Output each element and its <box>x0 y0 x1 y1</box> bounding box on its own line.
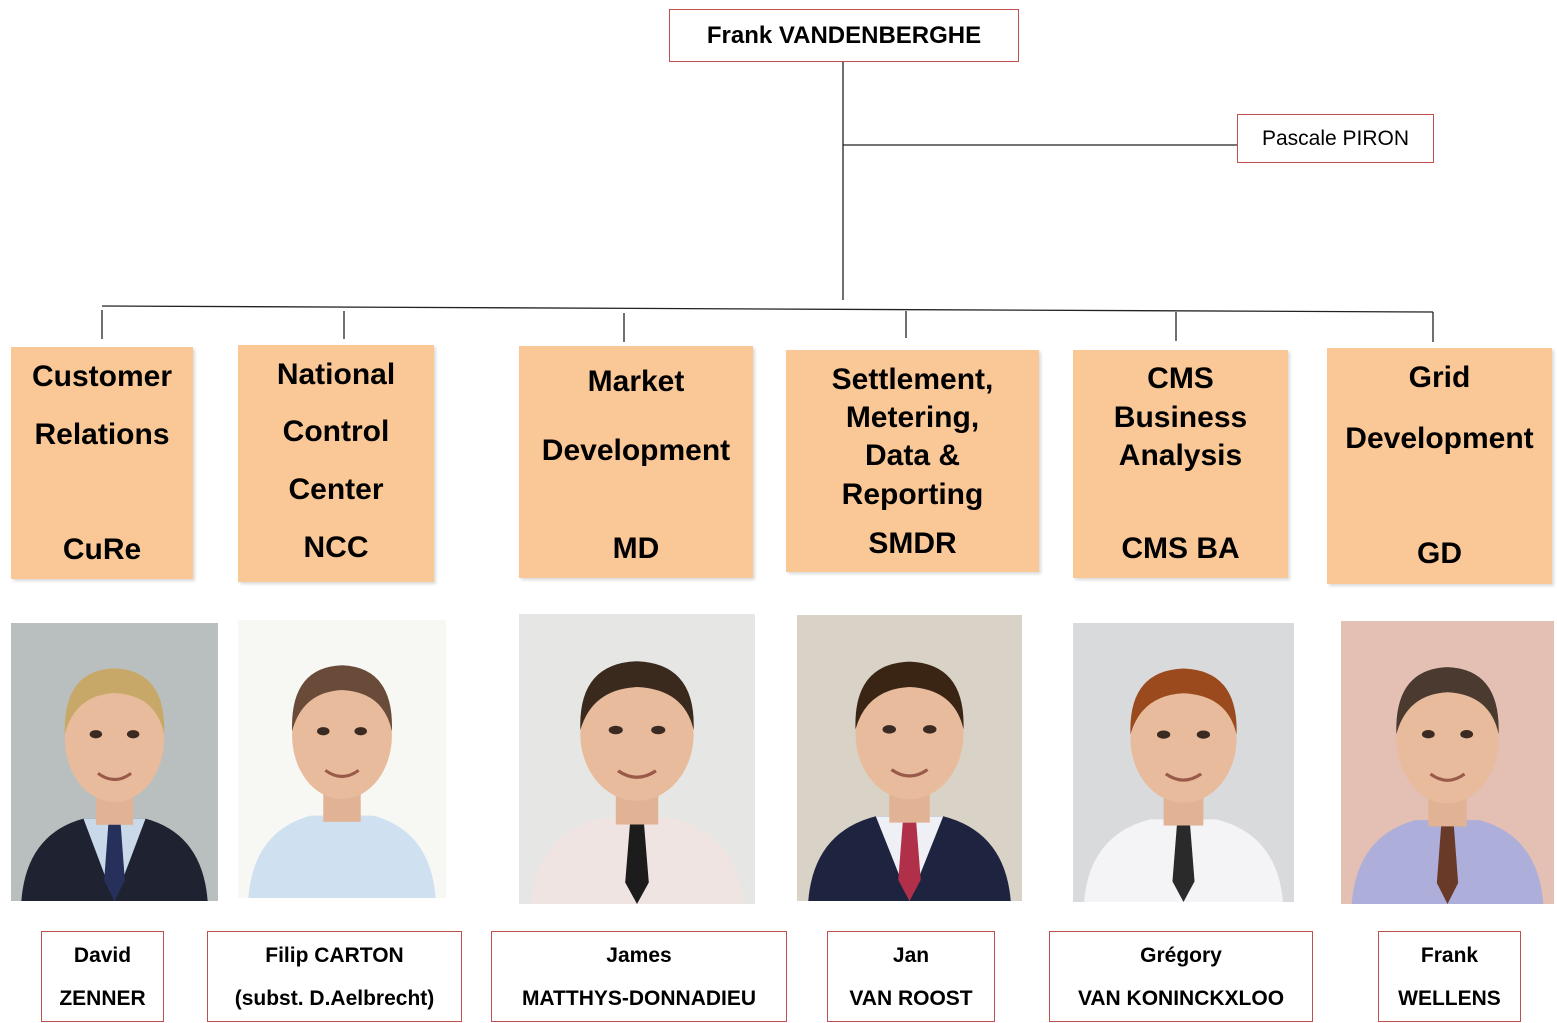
manager-box: Jan VAN ROOST <box>827 931 995 1022</box>
department-name-line: National <box>276 358 396 391</box>
department-name-line: Settlement, <box>831 363 994 396</box>
manager-first-line: Filip CARTON <box>265 943 404 967</box>
face <box>64 674 165 803</box>
tie <box>1436 826 1459 904</box>
department-name-line: Grid <box>1408 361 1471 394</box>
manager-first-line: Jan <box>892 943 930 967</box>
department-abbreviation: SMDR <box>868 527 957 560</box>
head-box: Frank VANDENBERGHE <box>669 9 1019 62</box>
mouth <box>617 769 657 779</box>
department-box-cure: Customer Relations CuRe <box>11 347 193 579</box>
manager-box: Grégory VAN KONINCKXLOO <box>1049 931 1313 1022</box>
left-eye <box>882 725 896 734</box>
hair <box>64 668 165 735</box>
portrait-photo <box>11 623 218 901</box>
manager-second-line: WELLENS <box>1398 986 1501 1010</box>
portrait-photo <box>797 615 1022 901</box>
tie <box>898 822 921 901</box>
assistant-name: Pascale PIRON <box>1261 126 1410 150</box>
head-name: Frank VANDENBERGHE <box>706 21 982 49</box>
mouth <box>324 769 360 779</box>
department-box-gd: Grid Development GD <box>1327 348 1552 584</box>
face <box>580 667 694 801</box>
manager-box: James MATTHYS-DONNADIEU <box>491 931 787 1022</box>
department-abbreviation: NCC <box>303 531 369 564</box>
torso <box>248 815 436 898</box>
right-eye <box>651 725 666 735</box>
mouth <box>1429 772 1466 782</box>
portrait-photo <box>1341 621 1554 904</box>
portrait-photo <box>238 620 446 898</box>
department-name-line: Business <box>1113 401 1248 434</box>
department-name-line: Relations <box>34 418 170 451</box>
left-eye <box>1421 730 1435 739</box>
manager-box: David ZENNER <box>41 931 164 1022</box>
mouth <box>890 768 929 778</box>
manager-first-line: David <box>73 943 132 967</box>
face <box>1396 673 1499 804</box>
right-eye <box>126 730 140 739</box>
hair <box>855 661 964 730</box>
department-name-line: Market <box>587 365 685 398</box>
department-name-line: Development <box>1345 422 1534 455</box>
right-eye <box>1196 730 1211 739</box>
right-eye <box>354 727 367 736</box>
hair <box>1396 667 1499 735</box>
department-name-line: Control <box>282 415 390 448</box>
tie <box>1172 825 1195 902</box>
assistant-box: Pascale PIRON <box>1237 114 1434 163</box>
left-eye <box>608 725 623 735</box>
department-name-line: CMS <box>1147 362 1214 395</box>
department-abbreviation: CMS BA <box>1121 532 1240 565</box>
manager-second-line: ZENNER <box>59 986 146 1010</box>
face <box>1130 674 1237 803</box>
manager-box: Filip CARTON (subst. D.Aelbrecht) <box>207 931 462 1022</box>
department-bus-line <box>101 305 1434 313</box>
department-abbreviation: MD <box>612 532 660 565</box>
face <box>855 667 964 800</box>
hair <box>292 665 392 732</box>
mouth <box>1164 772 1203 782</box>
department-box-ncc: National Control Center NCC <box>238 345 434 582</box>
left-eye <box>89 730 103 739</box>
department-name-line: Analysis <box>1118 439 1243 472</box>
department-name-line: Development <box>541 434 731 467</box>
department-box-md: Market Development MD <box>519 346 753 578</box>
department-name-line: Customer <box>31 360 173 393</box>
department-name-line: Reporting <box>841 478 984 511</box>
hair <box>1130 668 1237 735</box>
manager-first-line: Grégory <box>1140 943 1222 967</box>
tie <box>104 824 125 901</box>
manager-second-line: (subst. D.Aelbrecht) <box>234 986 435 1010</box>
portrait-photo <box>1073 623 1294 902</box>
hair <box>580 661 694 730</box>
manager-first-line: Frank <box>1420 943 1479 967</box>
mouth <box>97 772 132 782</box>
department-abbreviation: GD <box>1417 537 1462 570</box>
manager-second-line: VAN ROOST <box>849 986 973 1010</box>
right-eye <box>1460 730 1474 739</box>
right-eye <box>923 725 937 734</box>
face <box>292 671 392 800</box>
manager-second-line: MATTHYS-DONNADIEU <box>521 986 757 1010</box>
portrait-photo <box>519 614 755 904</box>
left-eye <box>317 727 330 736</box>
left-eye <box>1156 730 1171 739</box>
department-name-line: Center <box>288 473 384 506</box>
department-abbreviation: CuRe <box>62 533 142 566</box>
manager-first-line: James <box>606 943 672 967</box>
department-box-cms-ba: CMS Business Analysis CMS BA <box>1073 350 1288 578</box>
department-name-line: Metering, <box>845 401 980 434</box>
manager-box: Frank WELLENS <box>1378 931 1521 1022</box>
department-name-line: Data & <box>864 439 961 472</box>
manager-second-line: VAN KONINCKXLOO <box>1077 986 1285 1010</box>
tie <box>625 824 649 904</box>
department-box-smdr: Settlement, Metering, Data & Reporting S… <box>786 350 1039 572</box>
